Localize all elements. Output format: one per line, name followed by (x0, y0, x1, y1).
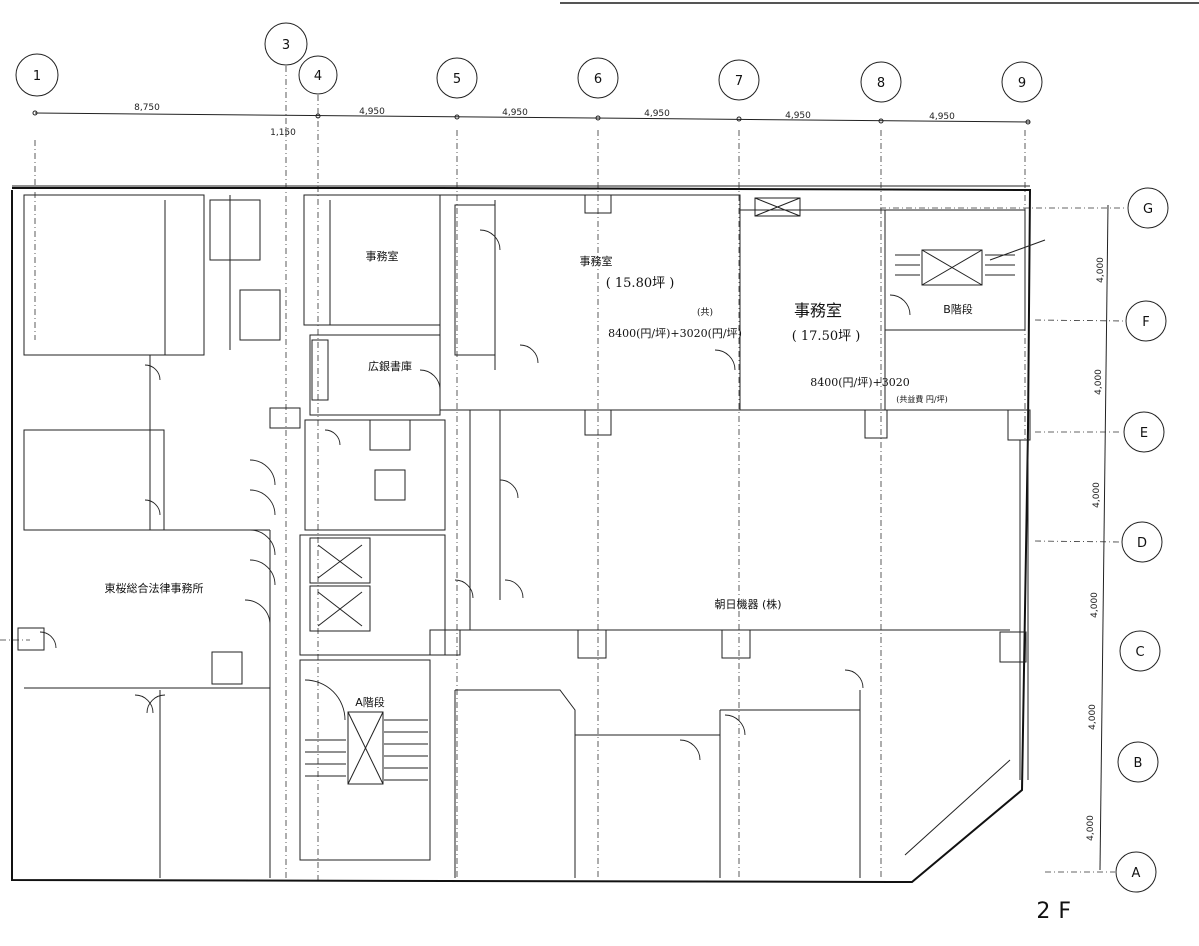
grid-col-7: 7 (735, 74, 743, 89)
grid-col-4: 4 (314, 69, 322, 84)
grid-col-9: 9 (1018, 76, 1026, 91)
room-law-office: 東桜総合法律事務所 (105, 581, 204, 595)
grid-row-C: C (1135, 645, 1144, 660)
room-office-1: 事務室 (366, 249, 399, 263)
column-grid-markers: 1 3 4 5 6 7 8 9 (15, 22, 1043, 103)
grid-row-D: D (1137, 536, 1147, 551)
grid-col-1: 1 (33, 69, 41, 84)
grid-col-8: 8 (877, 76, 885, 91)
tenant-lower-rooms (454, 669, 1011, 878)
room-labels: 事務室 事務室 ( 15.80坪 ) (共) 8400(円/坪)+3020(円/… (105, 249, 973, 709)
room-stair-a: A階段 (355, 695, 385, 709)
room-office-3: 事務室 (794, 301, 842, 320)
outer-walls (11, 185, 1032, 884)
stair-a (299, 659, 431, 861)
room-stair-b: B階段 (943, 302, 973, 316)
dim-4950-c: 4,950 (644, 109, 670, 119)
grid-centerlines (0, 66, 1126, 880)
dim-v3: 4,000 (1092, 482, 1102, 508)
room-office-3-area: ( 17.50坪 ) (792, 329, 861, 344)
room-storage: 広銀書庫 (368, 359, 412, 373)
dim-v4: 4,000 (1090, 592, 1100, 618)
tenant-area (429, 409, 1029, 780)
room-office-2-note: (共) (697, 307, 713, 318)
grid-row-B: B (1134, 756, 1143, 771)
grid-col-6: 6 (594, 72, 602, 87)
room-office-2-rent: 8400(円/坪)+3020(円/坪) (608, 327, 742, 340)
dim-4950-e: 4,950 (929, 112, 955, 122)
offices-top-center (439, 194, 741, 436)
law-office-walls (17, 194, 301, 878)
row-grid-markers: G F E D C B A (1115, 187, 1169, 893)
dim-v6: 4,000 (1086, 815, 1096, 841)
grid-row-F: F (1142, 315, 1149, 330)
top-dimension-line: 8,750 4,950 4,950 4,950 4,950 4,950 1,15… (32, 103, 1031, 138)
right-dimension-line: 4,000 4,000 4,000 4,000 4,000 4,000 (1086, 204, 1109, 871)
office-3-and-stair-b (739, 197, 1046, 441)
room-office-3-note: (共益費 円/坪) (896, 394, 947, 404)
room-tenant: 朝日機器 (株) (714, 597, 781, 611)
grid-row-A: A (1132, 866, 1141, 881)
room-office-2-area: ( 15.80坪 ) (606, 276, 675, 291)
grid-row-G: G (1143, 202, 1153, 217)
dim-4950-d: 4,950 (785, 111, 811, 121)
grid-row-E: E (1140, 426, 1148, 441)
dim-4950-a: 4,950 (359, 107, 385, 117)
grid-col-5: 5 (453, 72, 461, 87)
room-office-3-rent: 8400(円/坪)+3020 (810, 376, 910, 389)
dim-1150: 1,150 (270, 128, 296, 138)
floor-label: 2F (1036, 899, 1079, 924)
dim-8750: 8,750 (134, 103, 160, 113)
dim-v5: 4,000 (1088, 704, 1098, 730)
dim-v2: 4,000 (1094, 369, 1104, 395)
core-walls (299, 194, 446, 656)
dim-4950-b: 4,950 (502, 108, 528, 118)
grid-col-3: 3 (282, 38, 290, 53)
room-office-2: 事務室 (580, 254, 613, 268)
dim-v1: 4,000 (1096, 257, 1106, 283)
